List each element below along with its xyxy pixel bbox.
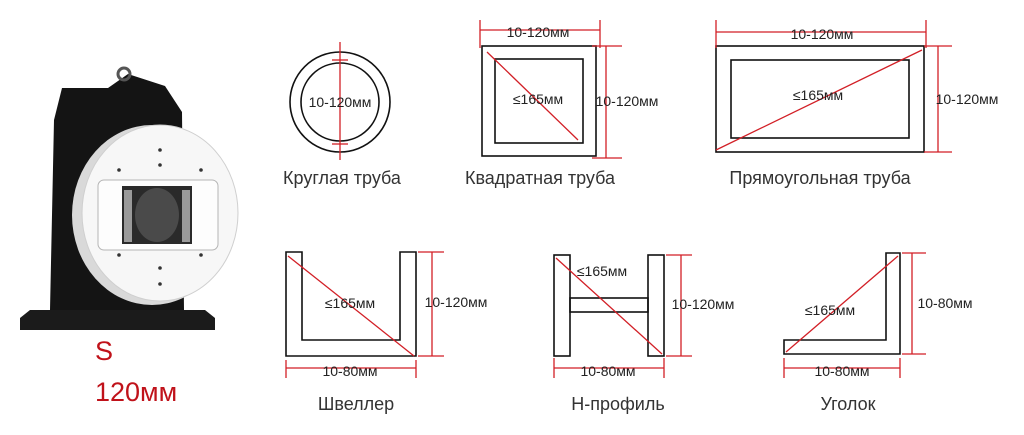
hbeam-web xyxy=(569,297,649,313)
round-tube-caption: Круглая труба xyxy=(283,168,402,188)
bolt xyxy=(117,253,121,257)
bolt xyxy=(158,282,162,286)
channel-diagonal xyxy=(287,255,415,357)
channel-caption: Швеллер xyxy=(318,394,394,414)
angle-bottom-label: 10-80мм xyxy=(814,363,869,379)
channel-outline xyxy=(285,251,417,357)
square-inner xyxy=(494,58,584,144)
hbeam-drawing: ≤165мм 10-120мм 10-80мм xyxy=(553,254,735,379)
jaw-right xyxy=(182,190,190,242)
channel-side-label: 10-120мм xyxy=(425,294,488,310)
rect-side-label: 10-120мм xyxy=(936,91,999,107)
rect-tube-caption: Прямоугольная труба xyxy=(729,168,911,188)
jaw-left xyxy=(124,190,132,242)
bolt xyxy=(199,253,203,257)
bolt xyxy=(158,163,162,167)
square-tube-drawing: 10-120мм ≤165мм 10-120мм xyxy=(479,20,659,159)
angle-outline xyxy=(783,252,901,355)
rect-outer xyxy=(715,45,925,153)
hbeam-diag-label: ≤165мм xyxy=(577,263,627,279)
angle-caption: Уголок xyxy=(820,394,875,414)
square-diag-label: ≤165мм xyxy=(513,91,563,107)
square-diagonal xyxy=(486,51,579,141)
bolt xyxy=(158,148,162,152)
lifting-eye xyxy=(116,66,132,82)
hbeam-caption: Н-профиль xyxy=(571,394,665,414)
round-dim-label: 10-120мм xyxy=(309,94,372,110)
angle-diagonal xyxy=(785,255,899,353)
machine-base xyxy=(20,310,215,330)
chuck-machine-illustration xyxy=(20,66,239,330)
square-tube-caption: Квадратная труба xyxy=(465,168,616,188)
bolt xyxy=(158,266,162,270)
hbeam-bottom-label: 10-80мм xyxy=(580,363,635,379)
channel-diag-label: ≤165мм xyxy=(325,295,375,311)
square-top-label: 10-120мм xyxy=(507,24,570,40)
model-size: 120мм xyxy=(95,377,177,407)
bolt xyxy=(117,168,121,172)
hbeam-side-label: 10-120мм xyxy=(672,296,735,312)
bolt xyxy=(199,168,203,172)
square-outer xyxy=(481,45,597,157)
round-tube-drawing: 10-120мм xyxy=(289,42,391,160)
rect-diag-label: ≤165мм xyxy=(793,87,843,103)
angle-diag-label: ≤165мм xyxy=(805,302,855,318)
rect-top-label: 10-120мм xyxy=(791,26,854,42)
rect-diagonal xyxy=(715,49,923,151)
rect-tube-drawing: 10-120мм ≤165мм 10-120мм xyxy=(715,20,999,153)
model-letter: S xyxy=(95,336,113,366)
angle-drawing: ≤165мм 10-80мм 10-80мм xyxy=(783,252,973,379)
square-side-label: 10-120мм xyxy=(596,93,659,109)
channel-bottom-label: 10-80мм xyxy=(322,363,377,379)
hbeam-flange-right xyxy=(647,254,665,357)
chuck-bore-inner xyxy=(135,188,179,242)
hbeam-diagonal xyxy=(555,257,663,355)
channel-drawing: ≤165мм 10-120мм 10-80мм xyxy=(285,251,488,379)
hbeam-flange-left xyxy=(553,254,571,357)
rect-inner xyxy=(730,59,910,139)
angle-side-label: 10-80мм xyxy=(917,295,972,311)
